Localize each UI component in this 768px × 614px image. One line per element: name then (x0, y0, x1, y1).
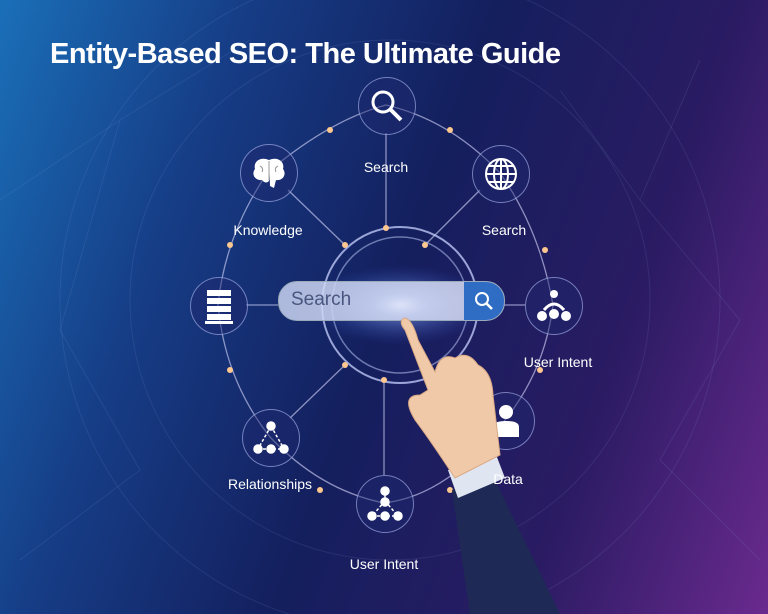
globe-icon (485, 158, 517, 190)
node-label: Search (481, 222, 527, 238)
node-label: User Intent (349, 556, 419, 572)
triangle-network-icon (253, 421, 289, 454)
node-user-intent-bottom (356, 475, 414, 533)
search-icon (475, 292, 493, 310)
brain-icon (253, 158, 285, 188)
magnifier-icon (371, 90, 403, 122)
node-search-globe (472, 145, 530, 203)
person-icon (493, 405, 519, 437)
search-button[interactable] (464, 282, 504, 320)
node-label: Relationships (227, 476, 313, 492)
node-label: User Intent (523, 354, 593, 370)
node-label: Data (493, 471, 523, 487)
node-label: Search (363, 159, 409, 175)
people-hierarchy-icon (537, 290, 571, 321)
node-user-intent (525, 277, 583, 335)
node-knowledge (240, 144, 298, 202)
node-label: Knowledge (233, 222, 303, 238)
page-title: Entity-Based SEO: The Ultimate Guide (50, 38, 561, 70)
node-search (358, 77, 416, 135)
tree-network-icon (367, 486, 403, 521)
search-input[interactable]: Search (291, 289, 352, 310)
server-icon (205, 290, 233, 324)
node-relationships (242, 409, 300, 467)
search-bar[interactable]: Search (278, 281, 505, 321)
node-server (190, 277, 248, 335)
